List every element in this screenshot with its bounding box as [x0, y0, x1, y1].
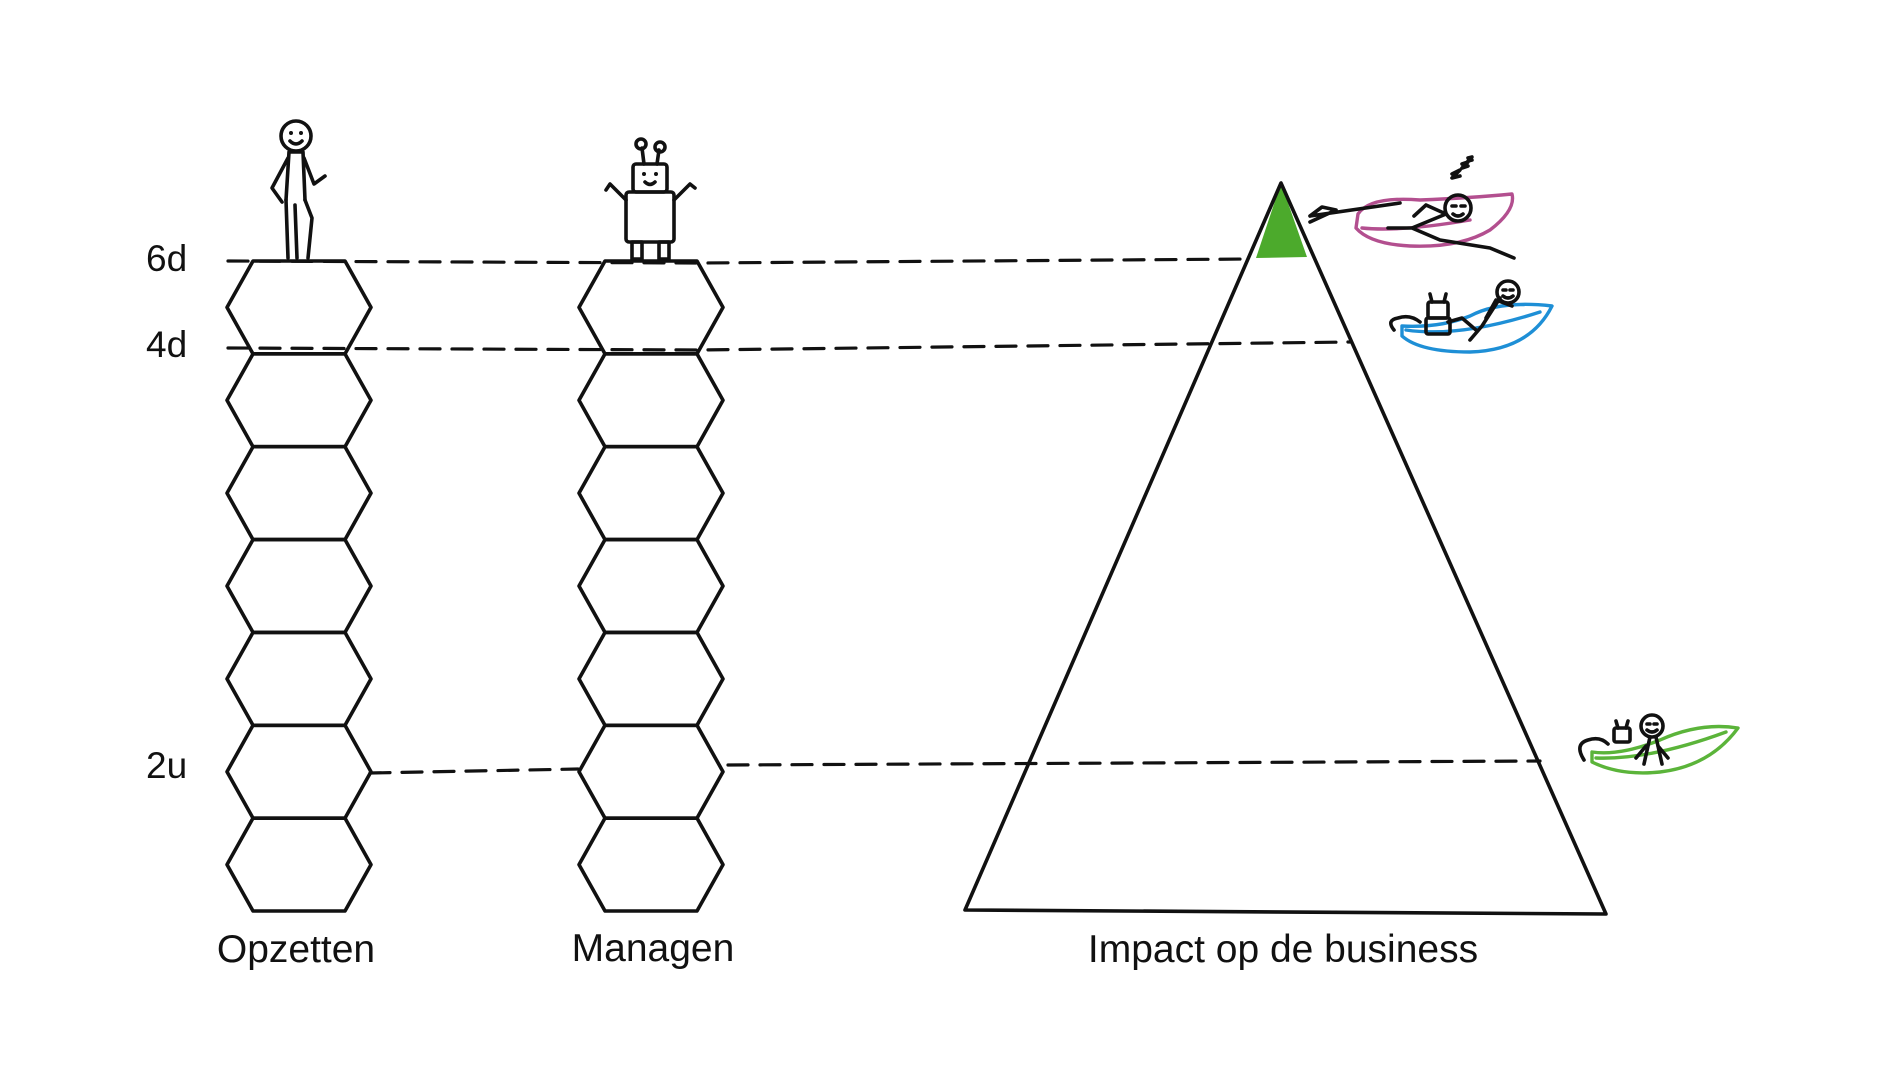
person-passenger-face [1501, 288, 1515, 300]
column-opzetten [225, 259, 373, 913]
level-line-4d [226, 340, 1352, 352]
person-arms [270, 156, 327, 204]
robot-figure [604, 137, 697, 261]
level-lines [226, 257, 1542, 775]
boat-tail-mark [1578, 736, 1610, 762]
level-line-2u-right [726, 759, 1542, 767]
person-and-robot-boat [1578, 713, 1740, 775]
robot-passenger-antennas [1428, 292, 1448, 304]
hexagon-block [577, 537, 725, 635]
pyramid-label: Impact op de business [1088, 928, 1478, 971]
column-label-opzetten: Opzetten [217, 928, 375, 971]
robot-passenger-head [1426, 300, 1450, 320]
sleeping-person-boat [1308, 155, 1516, 260]
person-passenger-body [1634, 735, 1670, 766]
robot-passenger-head [1612, 726, 1632, 744]
person-legs [284, 198, 314, 260]
person-and-robot-boat [1389, 279, 1554, 354]
hexagon-block [577, 259, 725, 356]
robot-antenna-right [653, 140, 667, 154]
level-line-2u-left [368, 767, 580, 775]
robot-arms [604, 182, 697, 202]
person-smile [288, 139, 304, 146]
robot-leg-left [630, 240, 644, 261]
hexagon-block [577, 816, 725, 913]
hexagon-block [225, 537, 373, 635]
hexagon-block [225, 259, 373, 356]
robot-eye-left [642, 172, 646, 176]
hexagon-block [225, 352, 373, 449]
sleeper-head [1443, 193, 1473, 223]
column-managen [577, 259, 725, 913]
robot-smile [643, 180, 657, 187]
person-passenger-face [1645, 722, 1659, 734]
boat-hull-green [1590, 724, 1740, 775]
robot-passenger-body [1424, 316, 1452, 336]
column-label-managen: Managen [572, 927, 735, 970]
sleeper-body [1386, 203, 1516, 260]
sleep-zzz-icon [1450, 155, 1474, 180]
pyramid-outline [963, 181, 1608, 916]
level-label-4d: 4d [146, 324, 187, 365]
level-label-2u: 2u [146, 745, 187, 786]
stick-figure-person [270, 119, 327, 260]
hexagon-block [225, 816, 373, 913]
sleeper-face [1450, 204, 1467, 218]
hexagon-block [577, 723, 725, 820]
robot-passenger-antennas [1614, 719, 1630, 730]
hexagon-block [577, 444, 725, 542]
hexagon-block [225, 444, 373, 542]
person-passenger-head [1639, 713, 1665, 739]
robot-eye-right [654, 172, 658, 176]
boat-tail-mark [1389, 314, 1422, 332]
robot-antenna-left [634, 137, 648, 151]
hexagon-block [577, 352, 725, 449]
person-head [279, 119, 313, 153]
impact-pyramid [963, 181, 1608, 916]
hexagon-block [577, 630, 725, 728]
boat-paddle [1308, 201, 1402, 224]
level-line-6d [226, 257, 1252, 265]
person-eye-right [299, 131, 303, 135]
pyramid-green-tip [1256, 183, 1307, 258]
robot-leg-right [657, 240, 671, 261]
hexagon-block [225, 723, 373, 820]
robot-body [624, 190, 676, 244]
level-label-6d: 6d [146, 238, 187, 279]
person-passenger-body [1446, 296, 1514, 342]
hexagon-block [225, 630, 373, 728]
person-eye-left [289, 131, 293, 135]
robot-head [631, 162, 669, 194]
